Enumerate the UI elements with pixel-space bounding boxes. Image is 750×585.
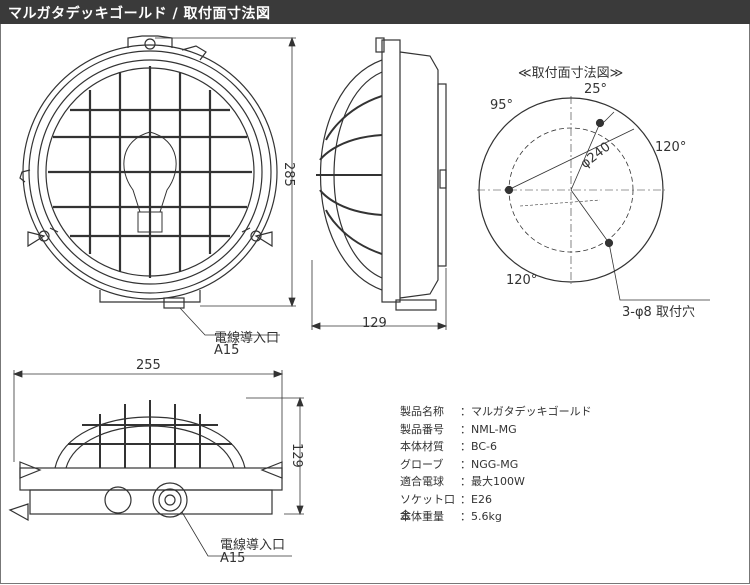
side-body-flange (381, 39, 401, 303)
front-bottom-lug (99, 290, 201, 303)
mount-radial-line (570, 189, 610, 244)
front-right-wing-bolt (241, 227, 273, 248)
spec-row: 本体材質 ：BC-6 (400, 438, 592, 456)
spec-value: ：BC-6 (460, 440, 498, 453)
bottom-guard-ribs (68, 400, 232, 468)
spec-table: 製品名称 ：マルガタデッキゴールド 製品番号 ：NML-MG 本体材質 ：BC-6 グ… (400, 403, 592, 526)
spec-key: 本体重量 (400, 510, 444, 523)
front-bulb-socket (137, 211, 163, 233)
mount-view-title: ≪取付面寸法図≫ (518, 66, 624, 81)
spec-key: 製品番号 (400, 422, 444, 436)
spec-row: 製品名称 ：マルガタデッキゴールド (400, 403, 592, 421)
mount-radial-top (570, 122, 601, 191)
front-top-bracket (127, 35, 173, 48)
mount-hole-left (504, 185, 514, 195)
page-title: マルガタデッキゴールド / 取付面寸法図 (8, 6, 271, 22)
side-depth-dimension (310, 260, 448, 330)
bottom-width-dimension (12, 370, 284, 462)
front-bulb (123, 131, 177, 213)
front-top-bolt (144, 38, 156, 50)
side-cable-entry (395, 299, 437, 311)
bottom-view (8, 370, 304, 557)
bottom-cable-entry-core (164, 494, 176, 506)
spec-row: 適合電球 ：最大100W (400, 473, 592, 491)
front-cable-leader (179, 307, 280, 336)
side-mount-bolt (439, 169, 447, 189)
bottom-base (29, 489, 273, 515)
spec-row: ソケット口金 ：E26 (400, 491, 592, 522)
front-left-ear (19, 169, 31, 183)
bottom-height-dimension (246, 396, 304, 516)
side-mount-plate (437, 83, 447, 267)
spec-value: ：マルガタデッキゴールド (460, 405, 592, 418)
bottom-left-lug (8, 503, 29, 522)
bottom-width-label: 255 (136, 358, 161, 373)
bottom-left-wing-bolt (19, 461, 42, 479)
front-height-label: 285 (281, 162, 296, 187)
spec-row: 製品番号 ：NML-MG (400, 421, 592, 439)
mount-hole-leader (608, 242, 710, 301)
spec-value: ：NML-MG (460, 422, 517, 436)
side-depth-label: 129 (362, 316, 387, 331)
side-view (310, 37, 448, 330)
spec-key: 製品名称 (400, 405, 444, 418)
bottom-right-wing-bolt (260, 461, 283, 479)
bottom-cable-size: A15 (220, 551, 246, 566)
front-cable-size: A15 (214, 343, 240, 358)
mount-angle-95: 95° (490, 98, 514, 113)
spec-row: グローブ ：NGG-MG (400, 456, 592, 474)
bottom-height-label: 129 (289, 443, 304, 468)
front-height-dimension (155, 36, 296, 308)
bottom-cable-leader (181, 511, 292, 557)
spec-row: 本体重量 ：5.6kg (400, 508, 592, 526)
mount-diameter-line (507, 128, 635, 191)
side-guard-ribs (316, 95, 383, 255)
bottom-cable-entry-outer (152, 482, 188, 518)
front-guard-ring (37, 59, 263, 285)
mount-hole-top (595, 118, 605, 128)
header-bar: マルガタデッキゴールド / 取付面寸法図 (0, 0, 750, 24)
spec-key: ソケット口金 (400, 492, 455, 522)
front-guard-grid (48, 66, 252, 278)
spec-value: ：E26 (460, 492, 492, 506)
front-view (19, 35, 296, 336)
bottom-cable-label: 電線導入口 (220, 538, 286, 553)
mount-angle-120-right: 120° (655, 140, 687, 155)
spec-value: ：最大100W (460, 475, 525, 488)
bottom-cable-entry-inner (158, 488, 182, 512)
front-cable-entry (163, 297, 185, 309)
mount-angle-120-bottom: 120° (506, 273, 538, 288)
spec-key: 適合電球 (400, 475, 444, 488)
side-top-lug (375, 37, 385, 53)
spec-value: ：5.6kg (460, 510, 502, 523)
front-body-ring (28, 50, 272, 294)
front-left-wing-bolt (27, 227, 59, 248)
mount-angle-25: 25° (584, 82, 608, 97)
mount-hole-label: 3-φ8 取付穴 (622, 305, 695, 320)
spec-key: グローブ (400, 457, 444, 471)
bottom-boss-left (104, 486, 132, 514)
spec-value: ：NGG-MG (460, 457, 519, 471)
spec-key: 本体材質 (400, 440, 444, 453)
side-body-back (399, 51, 439, 299)
bottom-body (19, 467, 283, 491)
front-cable-label: 電線導入口 (214, 331, 280, 346)
mount-view (477, 96, 710, 301)
